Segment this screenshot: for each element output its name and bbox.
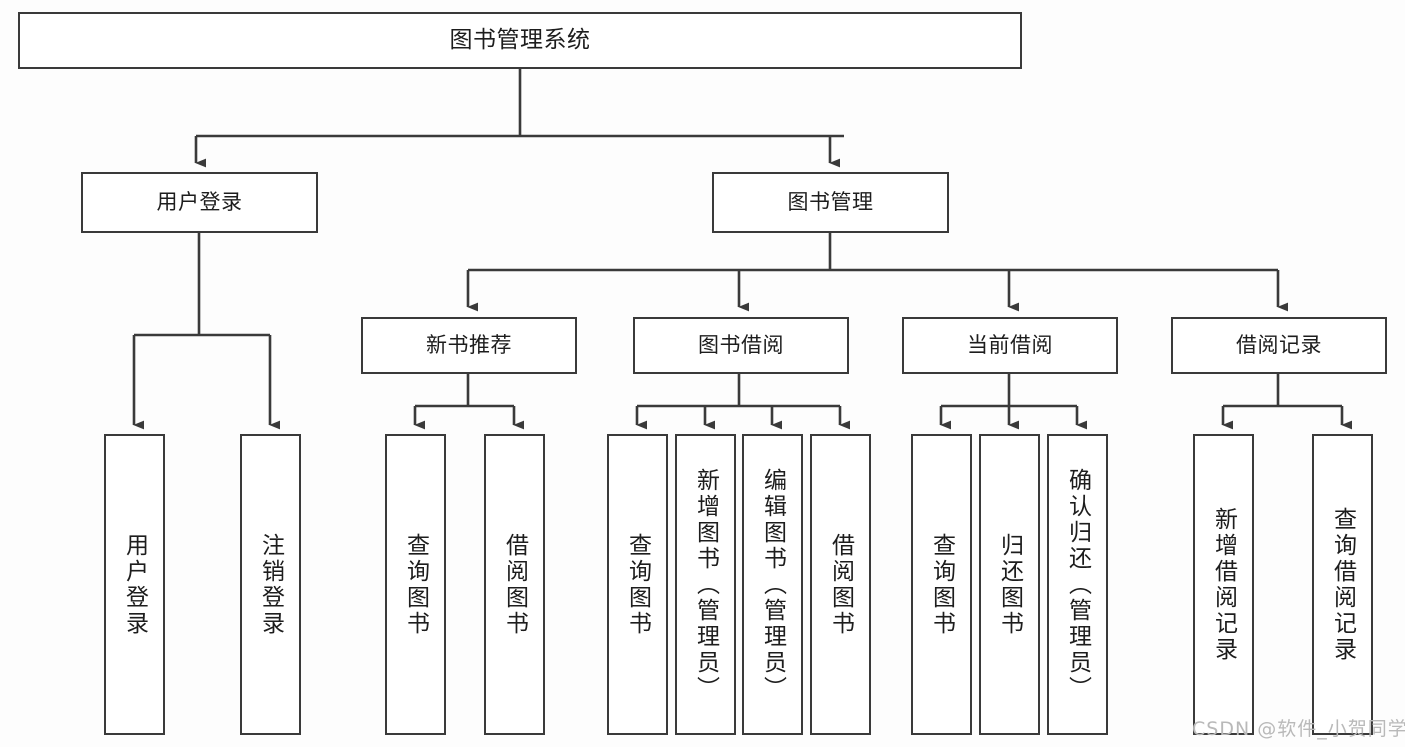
node-label: 编辑图书（管理员）: [759, 467, 786, 702]
node-label: 新书推荐: [426, 333, 512, 358]
node-leaf-logout-login[interactable]: 注销登录: [240, 434, 301, 735]
node-label: 图书借阅: [698, 333, 784, 358]
node-root-system[interactable]: 图书管理系统: [18, 12, 1022, 69]
node-leaf-borrow-book-1[interactable]: 借阅图书: [484, 434, 545, 735]
node-leaf-borrow-book-2[interactable]: 借阅图书: [810, 434, 871, 735]
node-label: 确认归还（管理员）: [1064, 467, 1091, 702]
node-label: 图书管理: [787, 190, 874, 215]
node-label: 借阅图书: [501, 532, 528, 637]
node-leaf-add-book-admin[interactable]: 新增图书（管理员）: [675, 434, 736, 735]
node-label: 借阅记录: [1236, 333, 1322, 358]
node-leaf-query-book-1[interactable]: 查询图书: [385, 434, 446, 735]
node-current-borrow[interactable]: 当前借阅: [902, 317, 1118, 374]
node-leaf-edit-book-admin[interactable]: 编辑图书（管理员）: [742, 434, 803, 735]
node-label: 用户登录: [121, 532, 148, 637]
node-leaf-query-book-2[interactable]: 查询图书: [607, 434, 668, 735]
node-leaf-return-book[interactable]: 归还图书: [979, 434, 1040, 735]
node-label: 借阅图书: [827, 532, 854, 637]
node-book-management[interactable]: 图书管理: [712, 172, 949, 233]
node-borrow-record[interactable]: 借阅记录: [1171, 317, 1387, 374]
node-book-borrow[interactable]: 图书借阅: [633, 317, 849, 374]
node-label: 查询图书: [624, 532, 651, 637]
node-leaf-query-borrow-record[interactable]: 查询借阅记录: [1312, 434, 1373, 735]
node-label: 归还图书: [996, 532, 1023, 637]
node-label: 查询图书: [928, 532, 955, 637]
node-label: 新增借阅记录: [1210, 506, 1237, 663]
node-label: 当前借阅: [967, 333, 1053, 358]
node-leaf-user-login[interactable]: 用户登录: [104, 434, 165, 735]
node-leaf-query-book-3[interactable]: 查询图书: [911, 434, 972, 735]
node-leaf-confirm-return-admin[interactable]: 确认归还（管理员）: [1047, 434, 1108, 735]
node-leaf-add-borrow-record[interactable]: 新增借阅记录: [1193, 434, 1254, 735]
node-label: 图书管理系统: [449, 26, 591, 53]
node-label: 注销登录: [257, 532, 284, 637]
node-label: 查询图书: [402, 532, 429, 637]
node-label: 用户登录: [156, 190, 243, 215]
node-user-login[interactable]: 用户登录: [81, 172, 318, 233]
node-label: 查询借阅记录: [1329, 506, 1356, 663]
csdn-watermark: CSDN @软件_小贺同学: [1192, 718, 1405, 740]
node-label: 新增图书（管理员）: [692, 467, 719, 702]
node-new-book-recommendation[interactable]: 新书推荐: [361, 317, 577, 374]
